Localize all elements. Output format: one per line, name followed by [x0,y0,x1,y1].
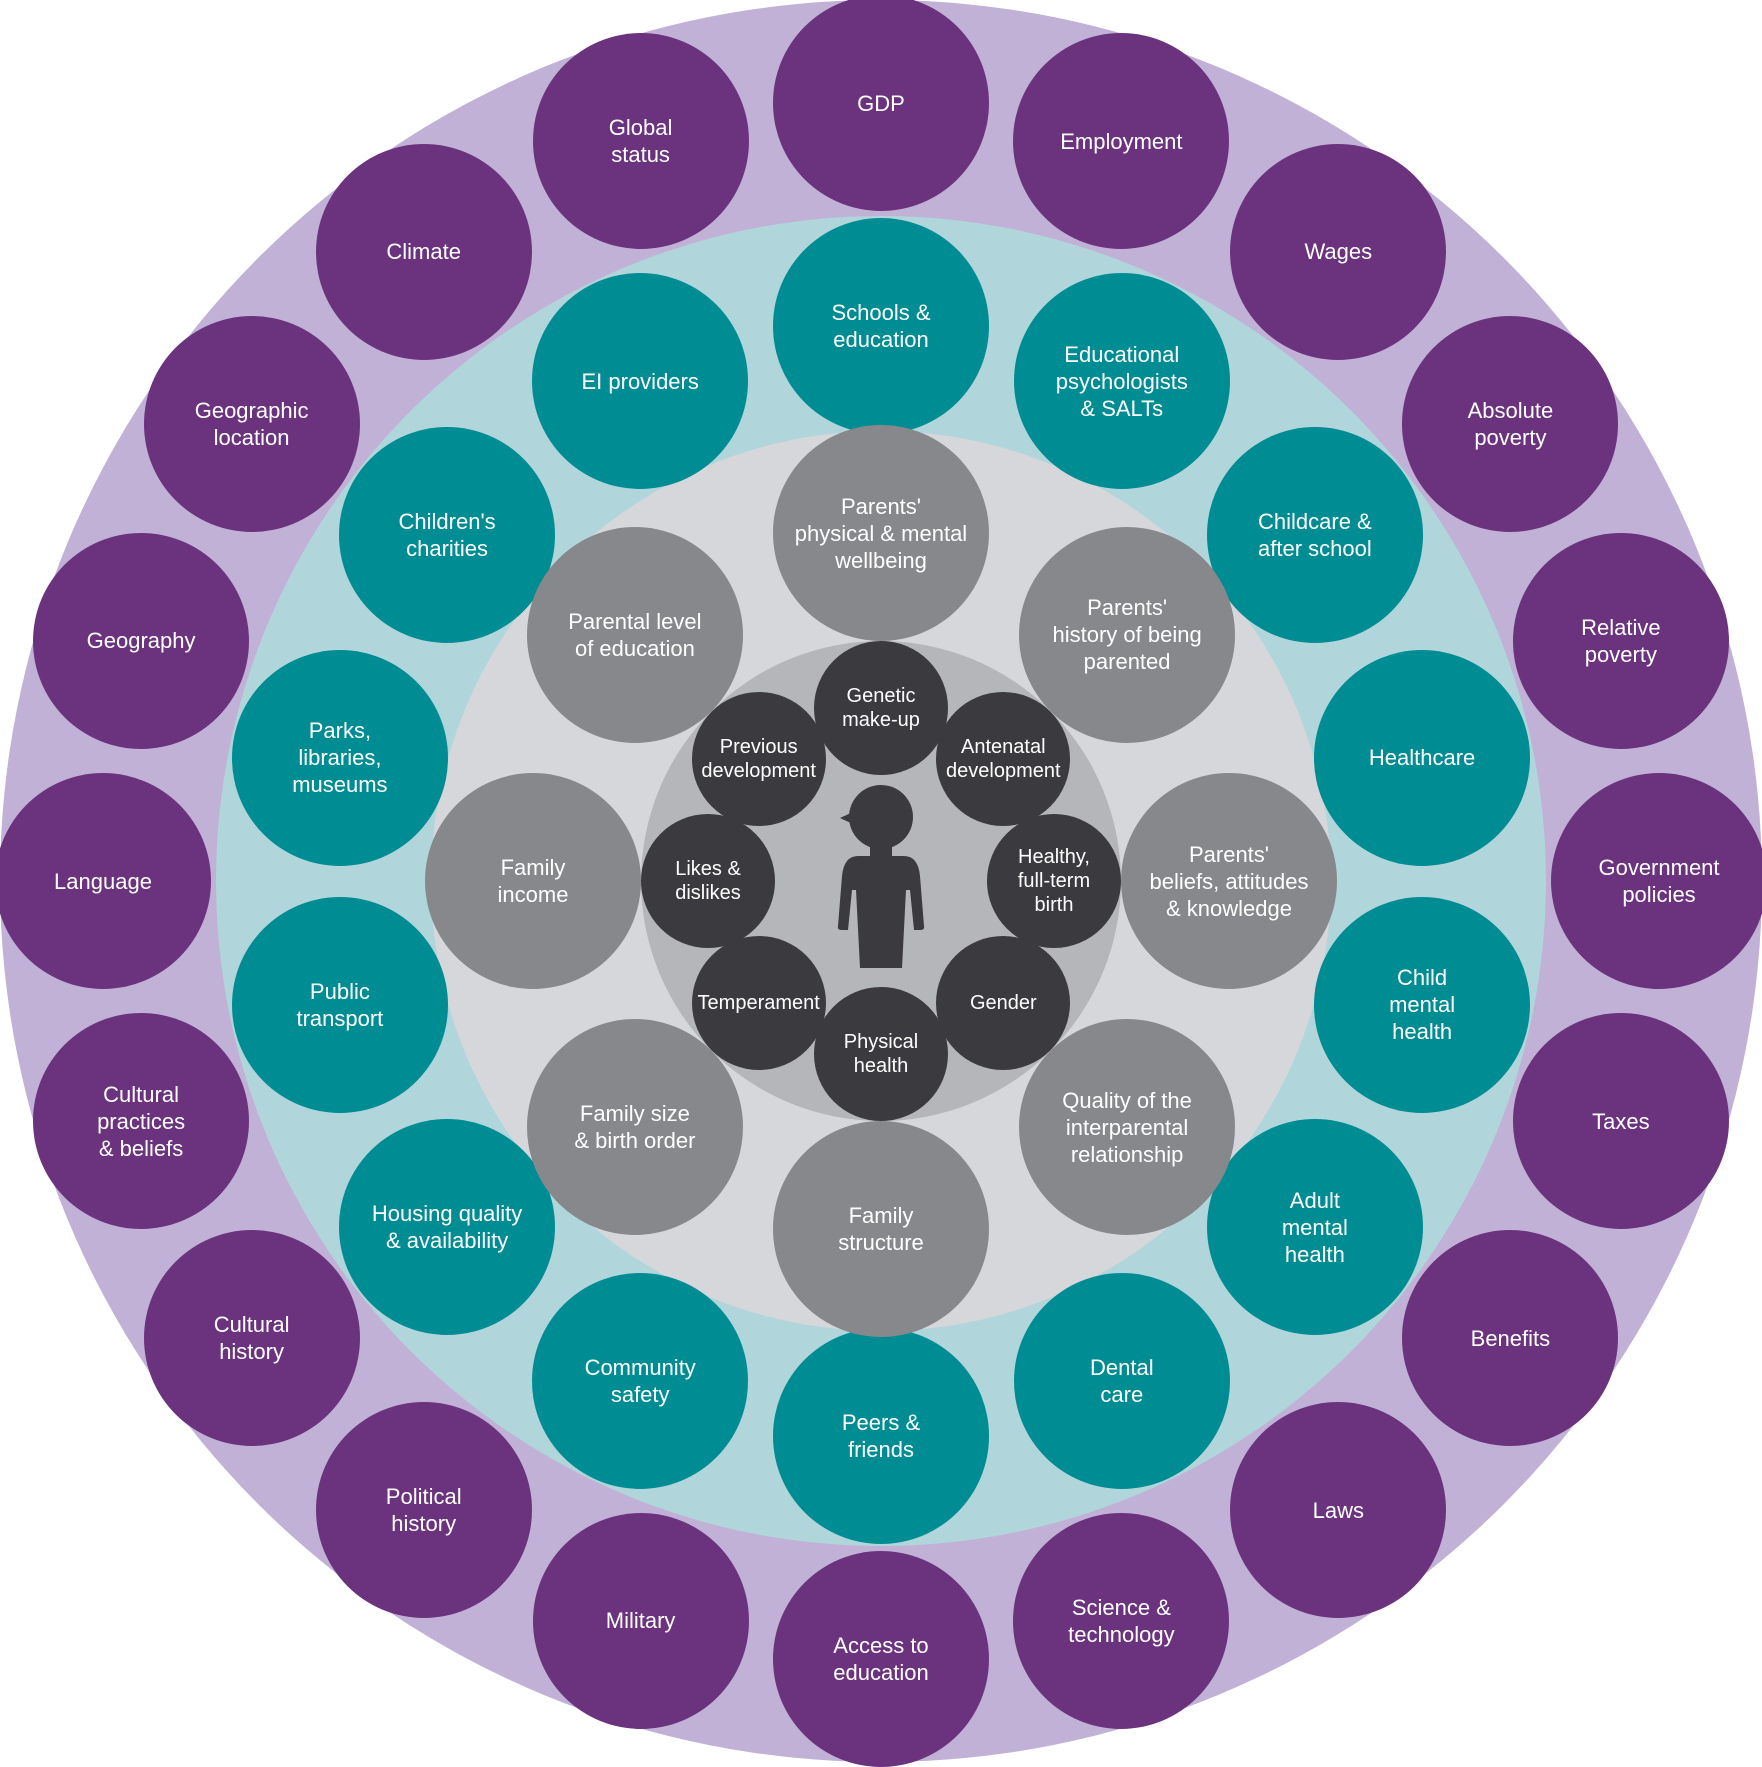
middle-node: Parks, libraries, museums [231,649,448,866]
core-node: Antenatal development [936,691,1071,826]
middle-node: Healthcare [1314,649,1531,866]
outer-node: Employment [1013,33,1230,250]
inner-node: Family income [425,773,641,989]
outer-node: Benefits [1402,1230,1619,1447]
inner-node: Family size & birth order [526,1019,743,1236]
core-node: Gender [936,936,1071,1071]
middle-node: EI providers [532,273,749,489]
middle-node: Adult mental health [1206,1119,1423,1335]
outer-node: Government policies [1551,773,1762,989]
outer-node: Cultural history [143,1230,360,1447]
middle-node: Childcare & after school [1206,427,1423,643]
outer-node: Wages [1230,143,1447,360]
core-node: Temperament [691,936,826,1071]
middle-node: Schools & education [773,218,989,434]
outer-node: Science & technology [1013,1512,1230,1729]
inner-node: Family structure [773,1121,989,1337]
middle-node: Child mental health [1314,896,1531,1113]
outer-node: Geographic location [143,315,360,532]
inner-node: Parents' physical & mental wellbeing [773,425,989,641]
outer-node: Geography [33,532,250,749]
core-node: Genetic make-up [814,641,948,775]
outer-node: Climate [315,143,532,360]
outer-node: Absolute poverty [1402,315,1619,532]
outer-node: Access to education [773,1551,989,1767]
middle-node: Community safety [532,1273,749,1489]
inner-node: Parents' history of being parented [1019,526,1236,743]
middle-node: Public transport [231,896,448,1113]
middle-node: Dental care [1013,1273,1230,1489]
outer-node: Laws [1230,1402,1447,1619]
child-icon [837,785,925,968]
outer-node: Global status [532,33,749,250]
core-node: Healthy, full-term birth [987,814,1121,948]
outer-node: Political history [315,1402,532,1619]
middle-node: Educational psychologists & SALTs [1013,273,1230,489]
core-node: Physical health [814,987,948,1121]
core-node: Likes & dislikes [641,814,775,948]
outer-node: GDP [773,0,989,211]
middle-node: Peers & friends [773,1328,989,1544]
middle-node: Housing quality & availability [339,1119,556,1335]
outer-node: Cultural practices & beliefs [33,1013,250,1230]
inner-node: Quality of the interparental relationshi… [1019,1019,1236,1236]
outer-node: Military [532,1512,749,1729]
outer-node: Language [0,773,211,989]
inner-node: Parental level of education [526,526,743,743]
middle-node: Children's charities [339,427,556,643]
outer-node: Relative poverty [1512,532,1729,749]
core-node: Previous development [691,691,826,826]
outer-node: Taxes [1512,1013,1729,1230]
inner-node: Parents' beliefs, attitudes & knowledge [1121,773,1337,989]
